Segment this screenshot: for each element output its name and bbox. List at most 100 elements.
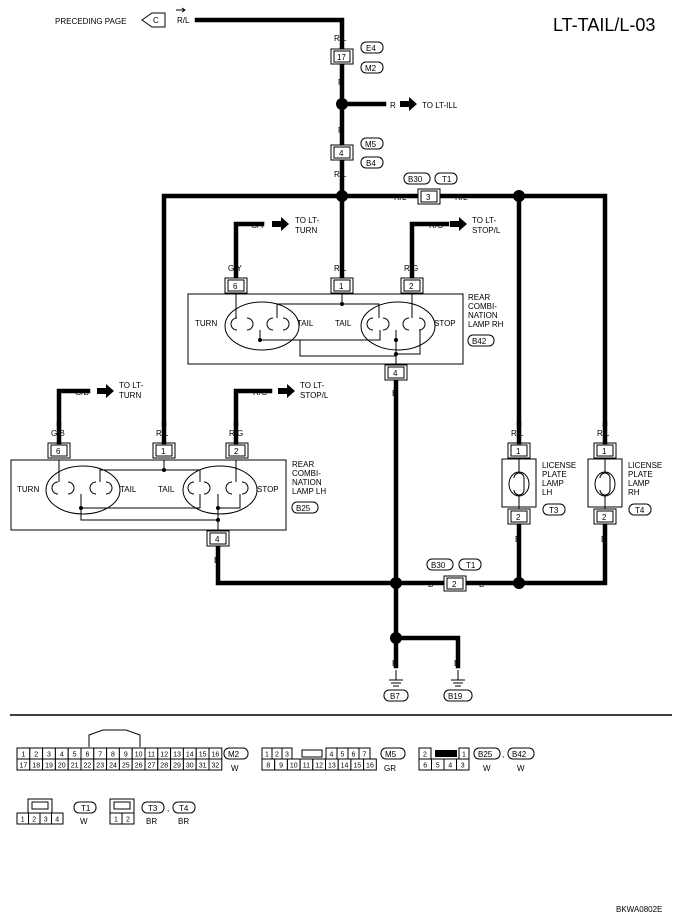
pin-number: 28	[160, 763, 168, 770]
pin-number: 11	[148, 752, 155, 759]
wire-label: R	[338, 126, 344, 135]
ground-icon	[389, 670, 403, 687]
pin-number: 17	[20, 763, 28, 770]
lamp-lh-pin-2: 2	[225, 442, 249, 459]
pin-cell	[363, 758, 377, 771]
wire-g-y-rh	[233, 221, 265, 279]
license-plate-lamp-lh: 1 2	[501, 442, 537, 525]
pin-number: 19	[45, 763, 53, 770]
lamp-label-stop: STOP	[434, 319, 456, 328]
pin-number: 27	[148, 763, 156, 770]
lamp-label-tail: TAIL	[297, 319, 314, 328]
wire-label: G/B	[75, 388, 89, 397]
pin-number: 2	[34, 752, 38, 759]
pin-number: 5	[436, 763, 440, 770]
pin-number: 14	[341, 763, 349, 770]
destination-lt-turn-lh: TO LT-TURN	[119, 381, 143, 400]
wire-label: R/G	[429, 221, 443, 230]
arrow-icon	[400, 97, 417, 111]
pin-number: 1	[161, 447, 166, 456]
pin-number: 26	[135, 763, 143, 770]
pin-number: 1	[516, 447, 521, 456]
connector-color: GR	[384, 764, 396, 773]
pin-number: 3	[426, 193, 431, 202]
lamp-label-tail: TAIL	[158, 485, 175, 494]
pin-number: 2	[126, 817, 130, 824]
connector-tag-m5: M5	[380, 747, 406, 760]
destination-lt-stop-lh: TO LT-STOP/L	[300, 381, 329, 400]
lamp-label-turn: TURN	[195, 319, 217, 328]
connector-tag-b42: B42	[467, 334, 495, 347]
connector-id: T1	[466, 561, 476, 570]
pin-number: 2	[516, 513, 521, 522]
wire-label: B	[454, 659, 459, 668]
connector-color: W	[80, 817, 88, 826]
pin-number: 2	[452, 580, 457, 589]
wire-label: B	[479, 580, 484, 589]
splice-point	[513, 190, 525, 202]
pin-number: 2	[234, 447, 239, 456]
pin-number: 20	[58, 763, 66, 770]
connector-tag-e4: E4	[360, 41, 384, 54]
connector-tag-m5: M5	[360, 137, 384, 150]
wire-g-b-lh	[56, 388, 91, 427]
pin-number: 5	[73, 752, 77, 759]
connector-id: T4	[635, 506, 645, 515]
pin-number: 18	[32, 763, 40, 770]
pin-number: 5	[341, 752, 345, 759]
wire-label: R/L	[177, 16, 190, 25]
pin-number: 1	[339, 282, 344, 291]
pin-number: 21	[71, 763, 79, 770]
connector-tag-t4: T4	[172, 801, 196, 814]
pin-number: 1	[602, 447, 607, 456]
pin-number: 4	[339, 149, 344, 158]
wire-b-license	[464, 523, 608, 586]
connector-tag-t1: T1	[73, 801, 97, 814]
pin-number: 11	[303, 763, 310, 770]
wire-r-l-license-pins	[516, 421, 608, 445]
wire-label: R/L	[394, 193, 407, 202]
pin-number: 9	[124, 752, 128, 759]
wire-r-l-top	[194, 17, 345, 51]
connector-id: E4	[366, 44, 376, 53]
pin-number: 2	[275, 752, 279, 759]
pin-number: 4	[330, 752, 334, 759]
connector-id: T3	[148, 804, 158, 813]
wire-label: R	[338, 78, 344, 87]
destination-lt-turn-rh: TO LT-TURN	[295, 216, 319, 235]
separator: ,	[502, 750, 504, 759]
wire-r-g-lh	[233, 388, 273, 427]
connector-id: B30	[408, 175, 423, 184]
pin-number: 4	[393, 369, 398, 378]
pin-number: 1	[21, 752, 25, 759]
pin-number: 1	[265, 752, 269, 759]
arrow-icon	[176, 7, 186, 13]
connector-id: T1	[442, 175, 452, 184]
arrow-icon	[278, 384, 295, 398]
page-title: LT-TAIL/L-03	[553, 15, 655, 35]
arrow-icon	[97, 384, 114, 398]
connector-b30-t1-bottom: 2	[443, 575, 467, 592]
connector-id: M2	[228, 750, 240, 759]
lamp-label-tail: TAIL	[120, 485, 137, 494]
pin-number: 32	[212, 763, 220, 770]
splice-point	[513, 577, 525, 589]
connector-id: B19	[448, 692, 463, 701]
connector-tag-m2: M2	[223, 747, 249, 760]
connector-color: W	[517, 764, 525, 773]
wire-r-l-bus	[161, 193, 420, 427]
lamp-rh-pin-6: 6	[224, 277, 248, 294]
connector-tag-t4: T4	[628, 503, 652, 516]
connector-tag-t3: T3	[542, 503, 566, 516]
preceding-page-connector[interactable]: C	[141, 12, 166, 28]
pin-number: 6	[352, 752, 356, 759]
pin-number: 31	[199, 763, 207, 770]
lamp-rh-pin-1: 1	[330, 277, 354, 294]
pin-number: 29	[173, 763, 181, 770]
lamp-label-stop: STOP	[257, 485, 279, 494]
connector-id: M2	[365, 64, 377, 73]
